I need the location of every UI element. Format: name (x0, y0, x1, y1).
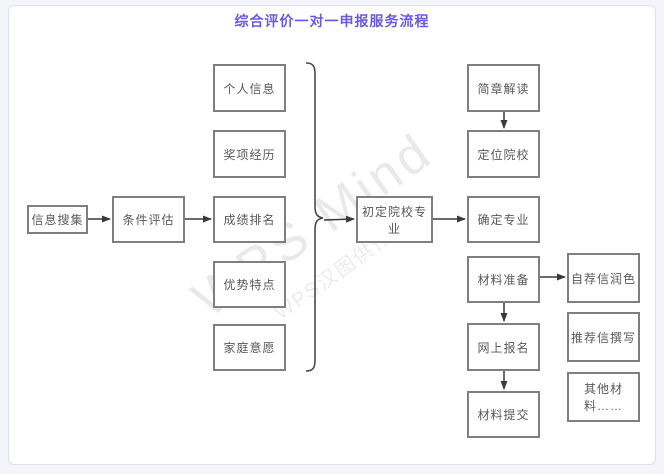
node-condition-assessment: 条件评估 (112, 196, 185, 243)
node-confirm-major: 确定专业 (467, 196, 540, 243)
node-locate-schools: 定位院校 (467, 130, 540, 178)
node-strength-traits: 优势特点 (213, 261, 286, 308)
node-material-preparation: 材料准备 (467, 256, 540, 303)
node-recommendation-letter: 推荐信撰写 (567, 312, 640, 362)
node-grade-ranking: 成绩排名 (213, 196, 286, 243)
node-material-submission: 材料提交 (467, 391, 540, 438)
brace-factors (305, 62, 324, 372)
node-other-materials: 其他材料…… (567, 372, 640, 422)
arrow-brace-to-preliminary (323, 215, 355, 223)
node-family-wishes: 家庭意愿 (213, 324, 286, 371)
page-title: 综合评价一对一申报服务流程 (234, 13, 430, 29)
node-online-registration: 网上报名 (467, 323, 540, 371)
node-self-letter-polishing: 自荐信润色 (567, 253, 640, 303)
node-preliminary-school-major: 初定院校专业 (356, 196, 433, 243)
node-brochure-interpretation: 简章解读 (467, 64, 540, 112)
node-personal-info: 个人信息 (213, 64, 286, 112)
node-award-experience: 奖项经历 (213, 130, 286, 178)
node-info-gathering: 信息搜集 (27, 205, 88, 234)
